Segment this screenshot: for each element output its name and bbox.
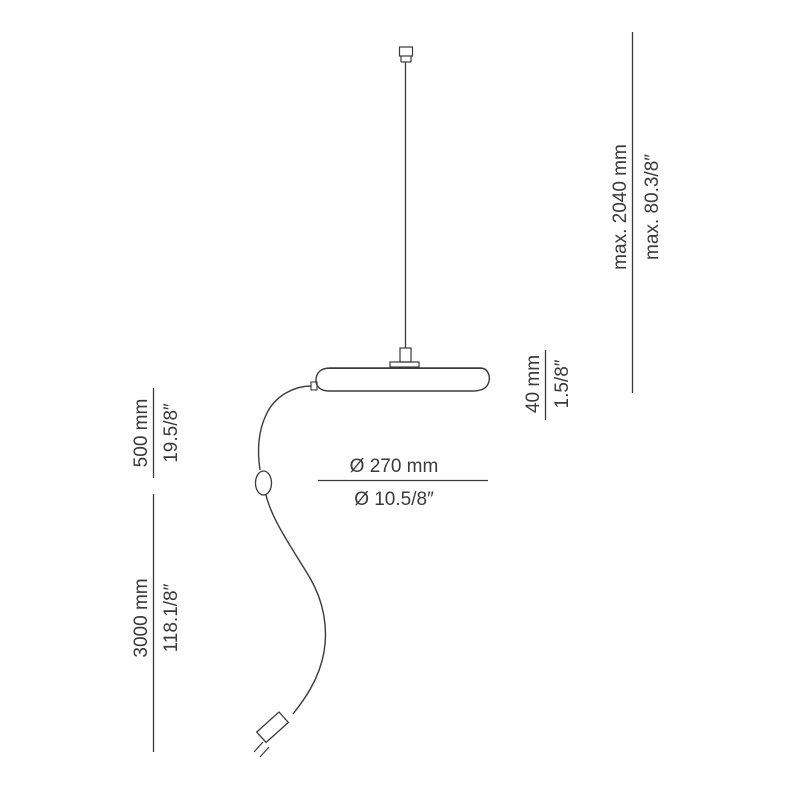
cable-plug-imperial-label: 118.1/8″ [161, 583, 182, 652]
cable-switch-imperial-label: 19.5/8″ [161, 403, 182, 463]
shade-diameter-dimension: Ø 270 mm Ø 10.5/8″ [318, 456, 488, 510]
shade-height-dimension: 40 mm 1.5/8″ [523, 350, 573, 420]
diameter-metric-label: Ø 270 mm [350, 456, 439, 477]
cable-switch-metric-label: 500 mm [131, 399, 152, 468]
inline-switch-icon [254, 470, 273, 496]
diameter-imperial-label: Ø 10.5/8″ [354, 489, 434, 510]
power-cable [257, 385, 312, 471]
shade-connector-icon [389, 347, 420, 368]
ceiling-fixing-icon [398, 46, 414, 63]
cable-to-plug-dimension: 3000 mm 118.1/8″ [131, 494, 182, 752]
power-plug-icon [253, 711, 290, 758]
cable-to-switch-dimension: 500 mm 19.5/8″ [131, 388, 182, 478]
pendant-lamp-illustration [253, 46, 490, 758]
suspension-length-dimension: max. 2040 mm max. 80.3/8″ [610, 32, 663, 393]
power-cable-lower [265, 494, 327, 715]
height-metric-label: 40 mm [523, 355, 544, 413]
suspension-metric-label: max. 2040 mm [610, 144, 631, 270]
height-imperial-label: 1.5/8″ [552, 359, 573, 408]
cable-plug-metric-label: 3000 mm [131, 578, 152, 657]
suspension-imperial-label: max. 80.3/8″ [642, 154, 663, 260]
lamp-shade [315, 367, 490, 392]
